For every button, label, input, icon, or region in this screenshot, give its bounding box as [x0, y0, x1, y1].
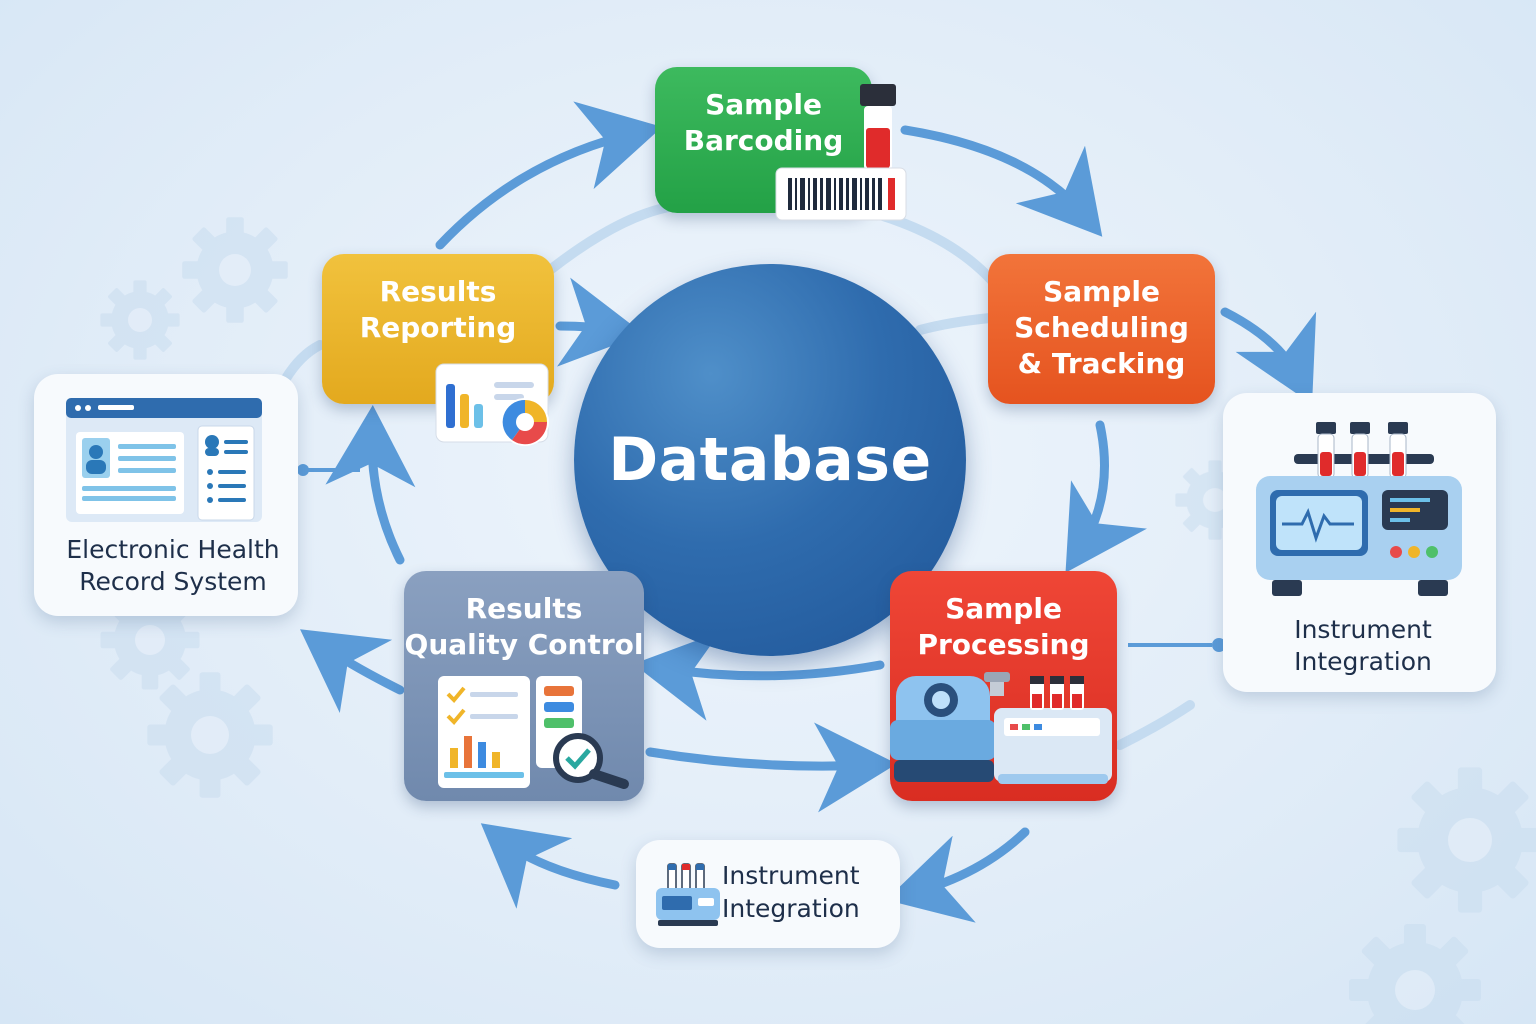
- small-analyzer-icon: [656, 863, 720, 926]
- database-label: Database: [608, 425, 932, 495]
- node-sample-scheduling-tracking[interactable]: Sample Scheduling & Tracking: [988, 254, 1215, 404]
- instrument-integration-label-bottom: Instrument Integration: [722, 859, 882, 925]
- sample-scheduling-line-3: & Tracking: [1017, 347, 1186, 380]
- results-qc-line-1: Results: [465, 592, 583, 625]
- sample-barcoding-line-2: Barcoding: [683, 124, 844, 157]
- ehr-label-line-1: Electronic Health: [66, 535, 280, 564]
- instrument-integration-label-right: Instrument Integration: [1250, 614, 1476, 678]
- lab-analyzer-icon: [890, 672, 1112, 784]
- instrument-right-line-2: Integration: [1294, 647, 1432, 676]
- sample-scheduling-line-2: Scheduling: [1014, 311, 1189, 344]
- results-qc-label: Results Quality Control: [404, 571, 644, 663]
- sample-processing-line-2: Processing: [917, 628, 1090, 661]
- test-tube-barcode-icon: [775, 84, 907, 221]
- instrument-bottom-line-1: Instrument: [722, 861, 860, 890]
- instrument-bottom-line-2: Integration: [722, 894, 860, 923]
- sample-barcoding-line-1: Sample: [705, 88, 822, 121]
- checklist-magnifier-icon: [438, 676, 629, 789]
- chart-report-icon: [435, 363, 549, 446]
- instrument-right-line-1: Instrument: [1294, 615, 1432, 644]
- sample-processing-label: Sample Processing: [890, 571, 1117, 663]
- results-qc-line-2: Quality Control: [404, 628, 644, 661]
- results-reporting-line-1: Results: [379, 275, 497, 308]
- analyzer-test-tubes-icon: [1256, 422, 1462, 596]
- sample-scheduling-line-1: Sample: [1043, 275, 1160, 308]
- ehr-system-label: Electronic Health Record System: [34, 534, 312, 598]
- sample-scheduling-label: Sample Scheduling & Tracking: [988, 254, 1215, 382]
- sample-barcoding-label: Sample Barcoding: [655, 67, 872, 159]
- sample-processing-line-1: Sample: [945, 592, 1062, 625]
- results-reporting-label: Results Reporting: [322, 254, 554, 346]
- results-reporting-line-2: Reporting: [359, 311, 517, 344]
- cycle-arrows: [300, 101, 1317, 923]
- ehr-label-line-2: Record System: [79, 567, 267, 596]
- patient-record-window-icon: [66, 398, 262, 522]
